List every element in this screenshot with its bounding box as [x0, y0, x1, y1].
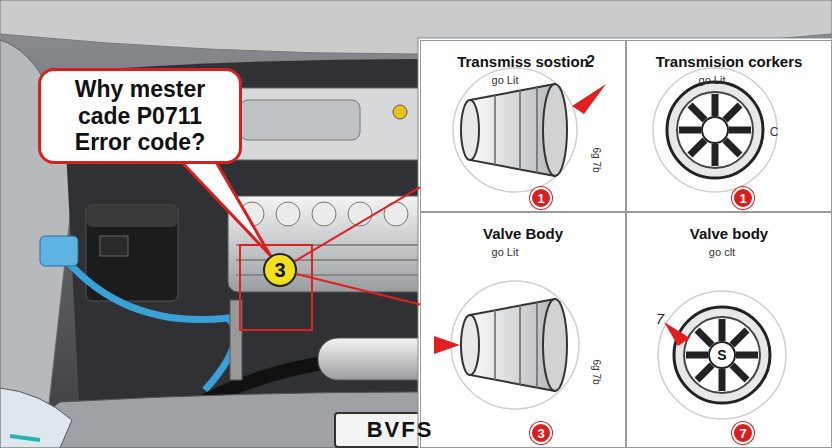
coolant-hose: [58, 250, 235, 390]
transmission-part-icon: [461, 84, 567, 176]
valve-wheel-icon: [674, 307, 770, 403]
node-text: 3: [274, 259, 285, 282]
icon-ring: [451, 281, 579, 409]
speech-bubble: Why mester cade P0711 Error code?: [38, 68, 242, 164]
part-label: 7: [656, 311, 664, 326]
part-label: S: [717, 348, 726, 362]
cylinder-cap: [384, 202, 408, 226]
node-text: 3: [537, 426, 544, 441]
cylinder-cap: [276, 202, 300, 226]
cell-title: Valve body: [627, 225, 831, 242]
cylinder-cap: [312, 202, 336, 226]
red-pointer: [664, 322, 690, 346]
leader-line: [297, 274, 420, 304]
part-label: 2: [586, 54, 595, 70]
part-label: go Lit: [699, 75, 726, 86]
part-label: go Lit: [492, 75, 519, 86]
part-label: 6g 7b: [591, 359, 601, 384]
cell-title: Transmision corkers: [627, 53, 831, 70]
valve-body-icon: [461, 299, 567, 391]
bubble-tail: [175, 155, 270, 255]
headlight-accent: [10, 436, 40, 440]
callout-number: 1: [530, 187, 552, 209]
detail-panel: [418, 38, 832, 448]
callout-number: 7: [732, 422, 754, 444]
washer-reservoir: [40, 236, 78, 266]
red-pointer: [572, 84, 606, 114]
cell-title: Valve Body: [421, 225, 625, 242]
part-label: 6g 7b: [591, 147, 601, 172]
highlight-box: [240, 245, 312, 330]
panel-cell: Transmision corkers 1: [626, 40, 832, 212]
part-label: go clt: [709, 247, 735, 258]
node-text: 7: [739, 426, 746, 441]
callout-number: 3: [530, 422, 552, 444]
panel-cell: Valve Body 3: [420, 212, 626, 448]
node-text: Why mester cade P0711 Error code?: [51, 76, 229, 155]
oil-cap: [393, 105, 407, 119]
cover-panel: [240, 100, 360, 140]
fuse-cover: [100, 236, 128, 256]
icon-ring: [453, 68, 577, 192]
part-label: go Lit: [492, 247, 519, 258]
left-headlight: [0, 388, 72, 448]
gear-icon: [667, 82, 763, 178]
icon-ring: [658, 291, 786, 419]
plate-text: BVFS: [367, 419, 434, 441]
callout-number: 1: [732, 187, 754, 209]
leader-line: [295, 187, 420, 261]
node-text: 1: [739, 191, 746, 206]
part-label: C: [770, 126, 779, 138]
node-text: 1: [537, 191, 544, 206]
panel-cell: Transmiss sostion1: [420, 40, 626, 212]
red-pointer: [434, 336, 460, 354]
battery-top: [86, 205, 178, 227]
cylinder-cap: [348, 202, 372, 226]
icon-ring: [653, 68, 777, 192]
callout-circle: 3: [263, 253, 297, 287]
